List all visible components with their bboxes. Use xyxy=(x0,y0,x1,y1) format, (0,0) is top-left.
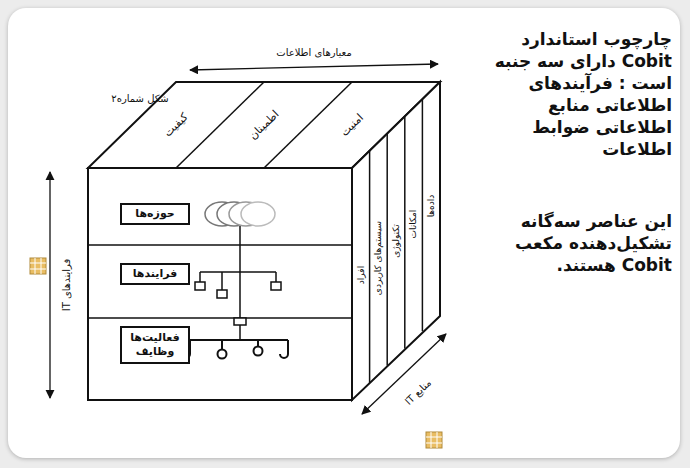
box-label: حوزه‌ها xyxy=(135,207,174,221)
process-leaf xyxy=(271,282,281,290)
process-branch xyxy=(199,272,201,282)
top-divider xyxy=(176,82,264,168)
domain-ellipse xyxy=(241,202,275,226)
right-divider xyxy=(386,134,388,366)
activity-branch xyxy=(190,339,288,341)
process-leaf xyxy=(195,282,205,290)
criteria-arrow xyxy=(190,64,438,70)
resource-label: داده‌ها xyxy=(426,195,436,218)
box-text: فرایندها xyxy=(133,267,178,281)
resources-arrow xyxy=(362,334,446,414)
function-box: فعالیت‌ها وظایف xyxy=(120,326,190,364)
right-divider xyxy=(404,116,406,348)
intro-text: چارچوب استاندارد Cobit دارای سه جنبه است… xyxy=(466,28,672,161)
activity-circle xyxy=(218,350,227,359)
box-label: فرایندها xyxy=(133,267,178,281)
chip-icon-grid xyxy=(30,258,46,274)
chip-icon xyxy=(30,258,46,274)
activity-hook xyxy=(280,340,288,358)
resource-label: افراد xyxy=(356,266,366,284)
row-divider xyxy=(88,244,352,246)
function-box: حوزه‌ها xyxy=(120,203,190,225)
processes-arrow xyxy=(49,172,50,398)
right-divider xyxy=(422,99,424,331)
box-text: حوزه‌ها xyxy=(135,207,174,221)
chip-icon xyxy=(426,432,442,448)
chip-icon-body xyxy=(426,432,442,448)
process-branch xyxy=(275,272,277,282)
activity-node xyxy=(234,318,246,325)
resource-label: امکانات xyxy=(408,210,418,239)
cube-front-face xyxy=(88,168,352,400)
axis-title: فرایندهای IT xyxy=(61,259,72,312)
box-label: فعالیت‌ها وظایف xyxy=(129,331,181,359)
resource-label: تکنولوژی xyxy=(391,224,401,258)
activity-branch xyxy=(257,340,259,346)
box-text: فعالیت‌ها وظایف xyxy=(129,331,181,359)
process-branch xyxy=(200,271,276,273)
chip-icon-body xyxy=(30,258,46,274)
axis-title: معیارهای اطلاعات xyxy=(274,47,354,58)
resource-label: سیستم‌های کاربردی xyxy=(373,221,383,295)
chip-icon-grid xyxy=(426,432,442,448)
right-divider xyxy=(369,151,371,383)
figure-number: شکل شماره۲ xyxy=(111,93,168,104)
function-box: فرایندها xyxy=(120,263,190,285)
row-divider xyxy=(88,317,352,319)
process-leaf xyxy=(217,290,227,298)
process-branch xyxy=(221,272,223,290)
summary-text: این عناصر سه‌گانه تشکیل‌دهنده مکعب Cobit… xyxy=(486,210,672,276)
top-divider xyxy=(264,82,352,168)
activity-circle xyxy=(254,347,263,356)
